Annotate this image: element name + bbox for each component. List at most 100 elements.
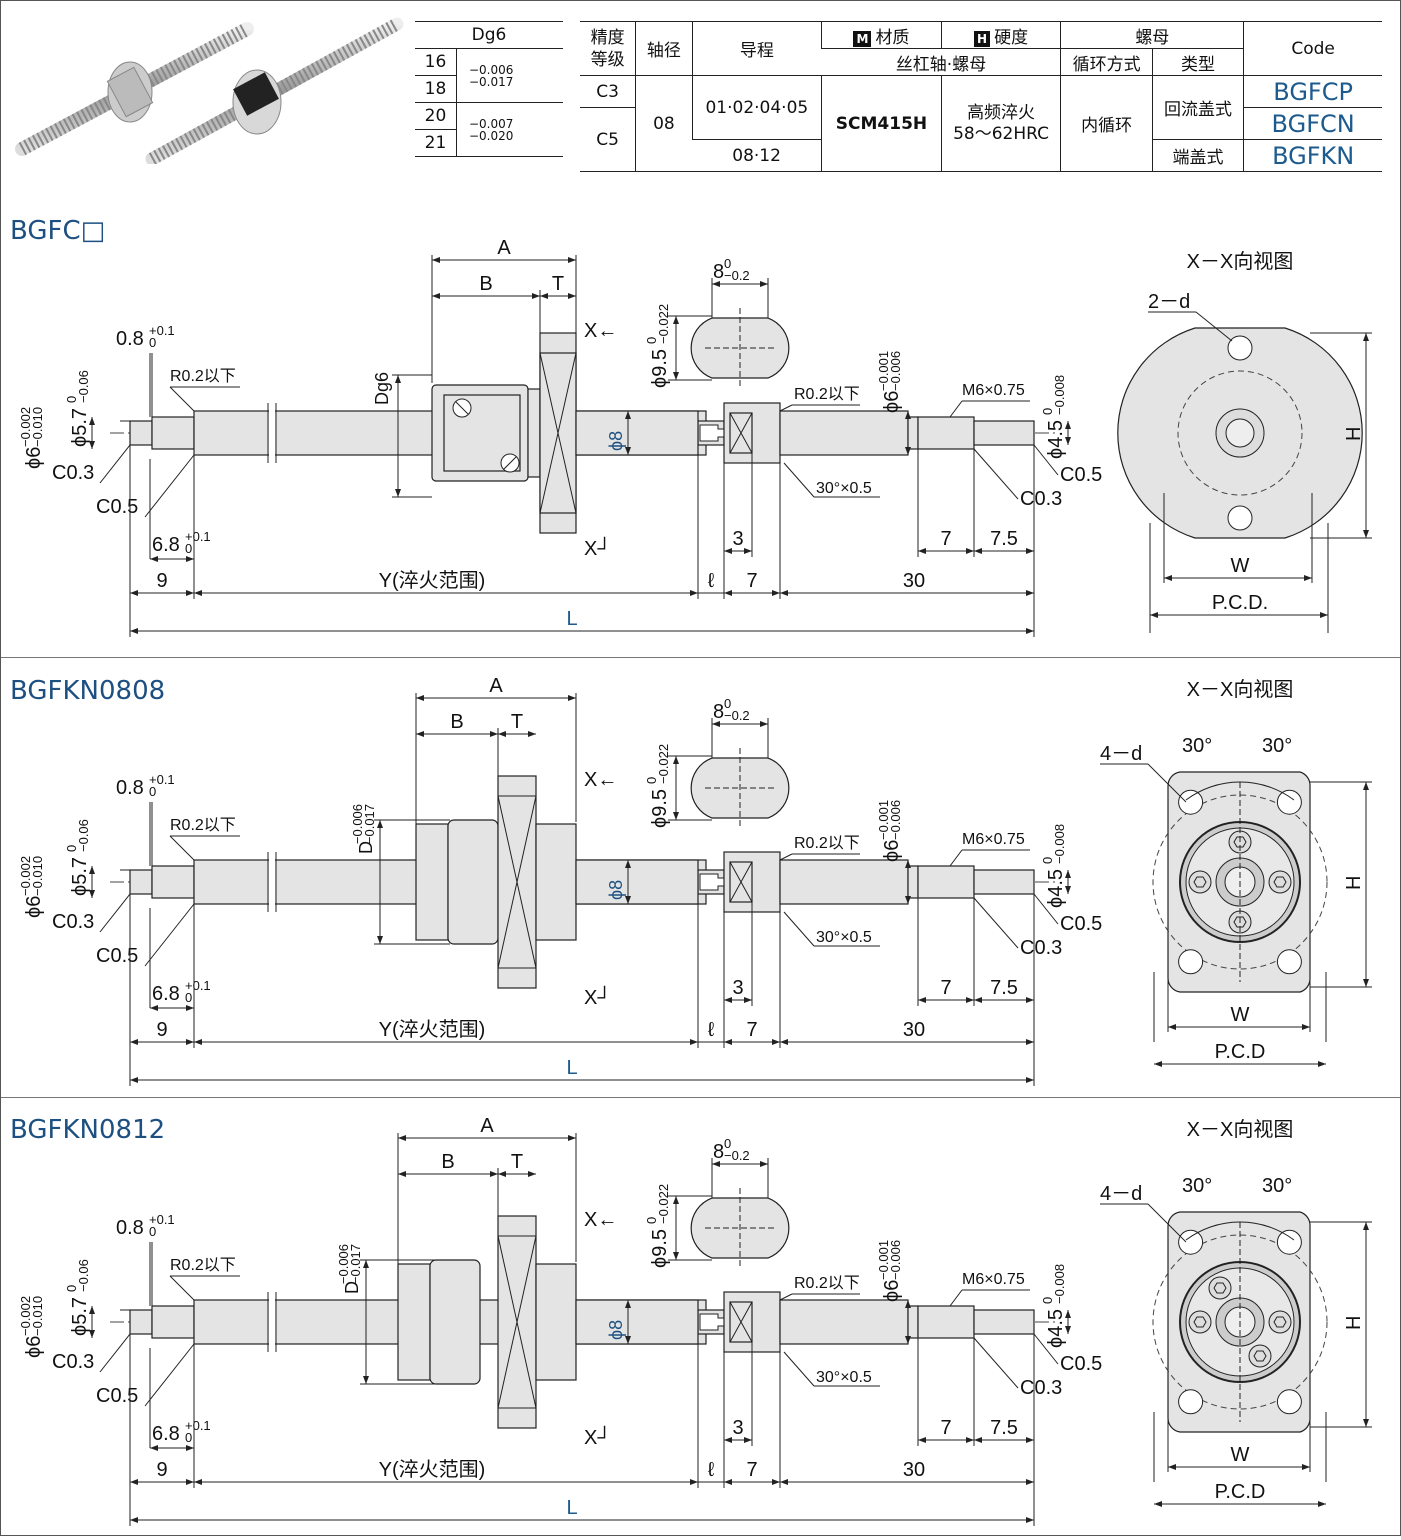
code-bgfcp: BGFCP: [1243, 75, 1382, 108]
dim-label: ϕ9.5: [649, 1229, 671, 1268]
shaft-end-left: [129, 1309, 153, 1335]
leader: [1147, 1203, 1187, 1243]
arrow: [625, 447, 631, 455]
arrow: [905, 896, 911, 904]
label-l: L: [566, 1057, 577, 1079]
hex-socket: [1233, 836, 1247, 848]
arrow: [1154, 1061, 1162, 1067]
tol-lower: −0.006: [888, 800, 903, 840]
dim-label: 6.8: [152, 534, 180, 556]
label-angle-left: 30°: [1182, 735, 1212, 757]
dim-label: ϕ5.7: [69, 1297, 91, 1336]
tol-upper: 0: [1040, 1297, 1055, 1304]
arrow: [194, 590, 202, 596]
label-y: Y(淬火范围): [379, 569, 486, 592]
arrow: [1026, 1517, 1034, 1523]
arrow: [966, 1437, 974, 1443]
arrow: [416, 695, 424, 701]
toleranced-dim: ϕ5.70−0.06: [64, 370, 91, 447]
dim-label: ϕ9.5: [649, 789, 671, 828]
lead-b: 08·12: [692, 139, 822, 172]
pcd-circle: [1152, 794, 1328, 970]
label-b: B: [441, 1151, 454, 1173]
tol-lower: −0.010: [30, 856, 45, 896]
label-h: H: [1343, 427, 1365, 441]
arrow: [1168, 1024, 1176, 1030]
shaft-hole: [1225, 418, 1255, 448]
tol-upper: 0: [64, 845, 79, 852]
label-30: 30: [903, 1459, 925, 1481]
dim-label: ϕ4.5: [1045, 869, 1067, 908]
tol-upper: 0: [64, 396, 79, 403]
arrow: [568, 1135, 576, 1141]
hex-socket: [1253, 1350, 1267, 1362]
label-75: 7.5: [990, 977, 1018, 999]
hatch: [497, 795, 537, 969]
mount-hole: [1276, 949, 1302, 975]
arrow: [712, 281, 720, 287]
label-r02-right: R0.2以下: [794, 1275, 860, 1292]
product-photo: [15, 17, 404, 164]
arrow: [150, 556, 158, 562]
section-x-bottom: X┘: [584, 1425, 612, 1449]
tol-lower: 0: [185, 990, 192, 1005]
tol-upper: +0.1: [149, 323, 175, 338]
arrow: [1168, 1464, 1176, 1470]
nut-end-cap: [415, 823, 449, 941]
label-pcd: P.C.D: [1215, 1041, 1266, 1063]
label-c03-left: C0.3: [52, 1351, 94, 1373]
tol-upper: −0.006: [336, 1244, 351, 1284]
toleranced-dim: ϕ5.70−0.06: [64, 819, 91, 896]
dim-label: 0.8: [116, 328, 144, 350]
label-c03-right: C0.3: [1020, 937, 1062, 959]
label-r02-right: R0.2以下: [794, 835, 860, 852]
arrow: [760, 721, 768, 727]
arrow: [1026, 628, 1034, 634]
toleranced-dim: ϕ9.50−0.022: [644, 304, 671, 388]
break-gap: [269, 1299, 275, 1345]
arrow: [673, 316, 679, 324]
mount-hole: [1227, 335, 1253, 361]
toleranced-dim: ϕ6−0.001−0.006: [876, 800, 903, 862]
header-code: Code: [1243, 21, 1382, 76]
leader: [779, 853, 793, 861]
dim-label: 0.8: [116, 1217, 144, 1239]
dg6-header: Dg6: [415, 21, 563, 49]
hex-socket: [1273, 1316, 1287, 1328]
label-r02-right: R0.2以下: [794, 386, 860, 403]
arrow: [186, 1005, 194, 1011]
leader: [169, 835, 195, 861]
leader: [783, 911, 815, 947]
header-shaft-dia: 轴径: [635, 21, 693, 76]
arrow: [974, 997, 982, 1003]
tol-lower: −0.008: [1052, 824, 1067, 864]
arrow: [186, 590, 194, 596]
dim-label: ϕ6: [881, 840, 903, 862]
label-t: T: [552, 273, 564, 295]
label-9: 9: [156, 1459, 167, 1481]
arrow: [186, 1479, 194, 1485]
type-return: 回流盖式: [1151, 75, 1244, 140]
tol-lower: −0.06: [76, 370, 91, 403]
shaft-end-left: [129, 869, 153, 895]
label-ell: ℓ: [708, 570, 715, 592]
label-7b: 7: [746, 570, 757, 592]
toleranced-dim: ϕ9.50−0.022: [644, 744, 671, 828]
dim-label: 8: [713, 261, 724, 283]
arrow: [89, 417, 95, 425]
arrow: [905, 1300, 911, 1308]
arrow: [1363, 782, 1369, 790]
shaft-bearing-seat: [779, 1299, 909, 1345]
label-c05-left: C0.5: [96, 945, 138, 967]
leader: [949, 849, 963, 867]
tol-upper: +0.1: [185, 1418, 211, 1433]
label-pcd: P.C.D: [1215, 1481, 1266, 1503]
arrow: [186, 1039, 194, 1045]
nut-end-cap: [397, 1263, 431, 1381]
tol-upper: 0: [1040, 857, 1055, 864]
tol-lower: 0: [149, 1224, 156, 1239]
arrow: [918, 997, 926, 1003]
arrow: [89, 890, 95, 898]
tol-lower: −0.006: [888, 1240, 903, 1280]
